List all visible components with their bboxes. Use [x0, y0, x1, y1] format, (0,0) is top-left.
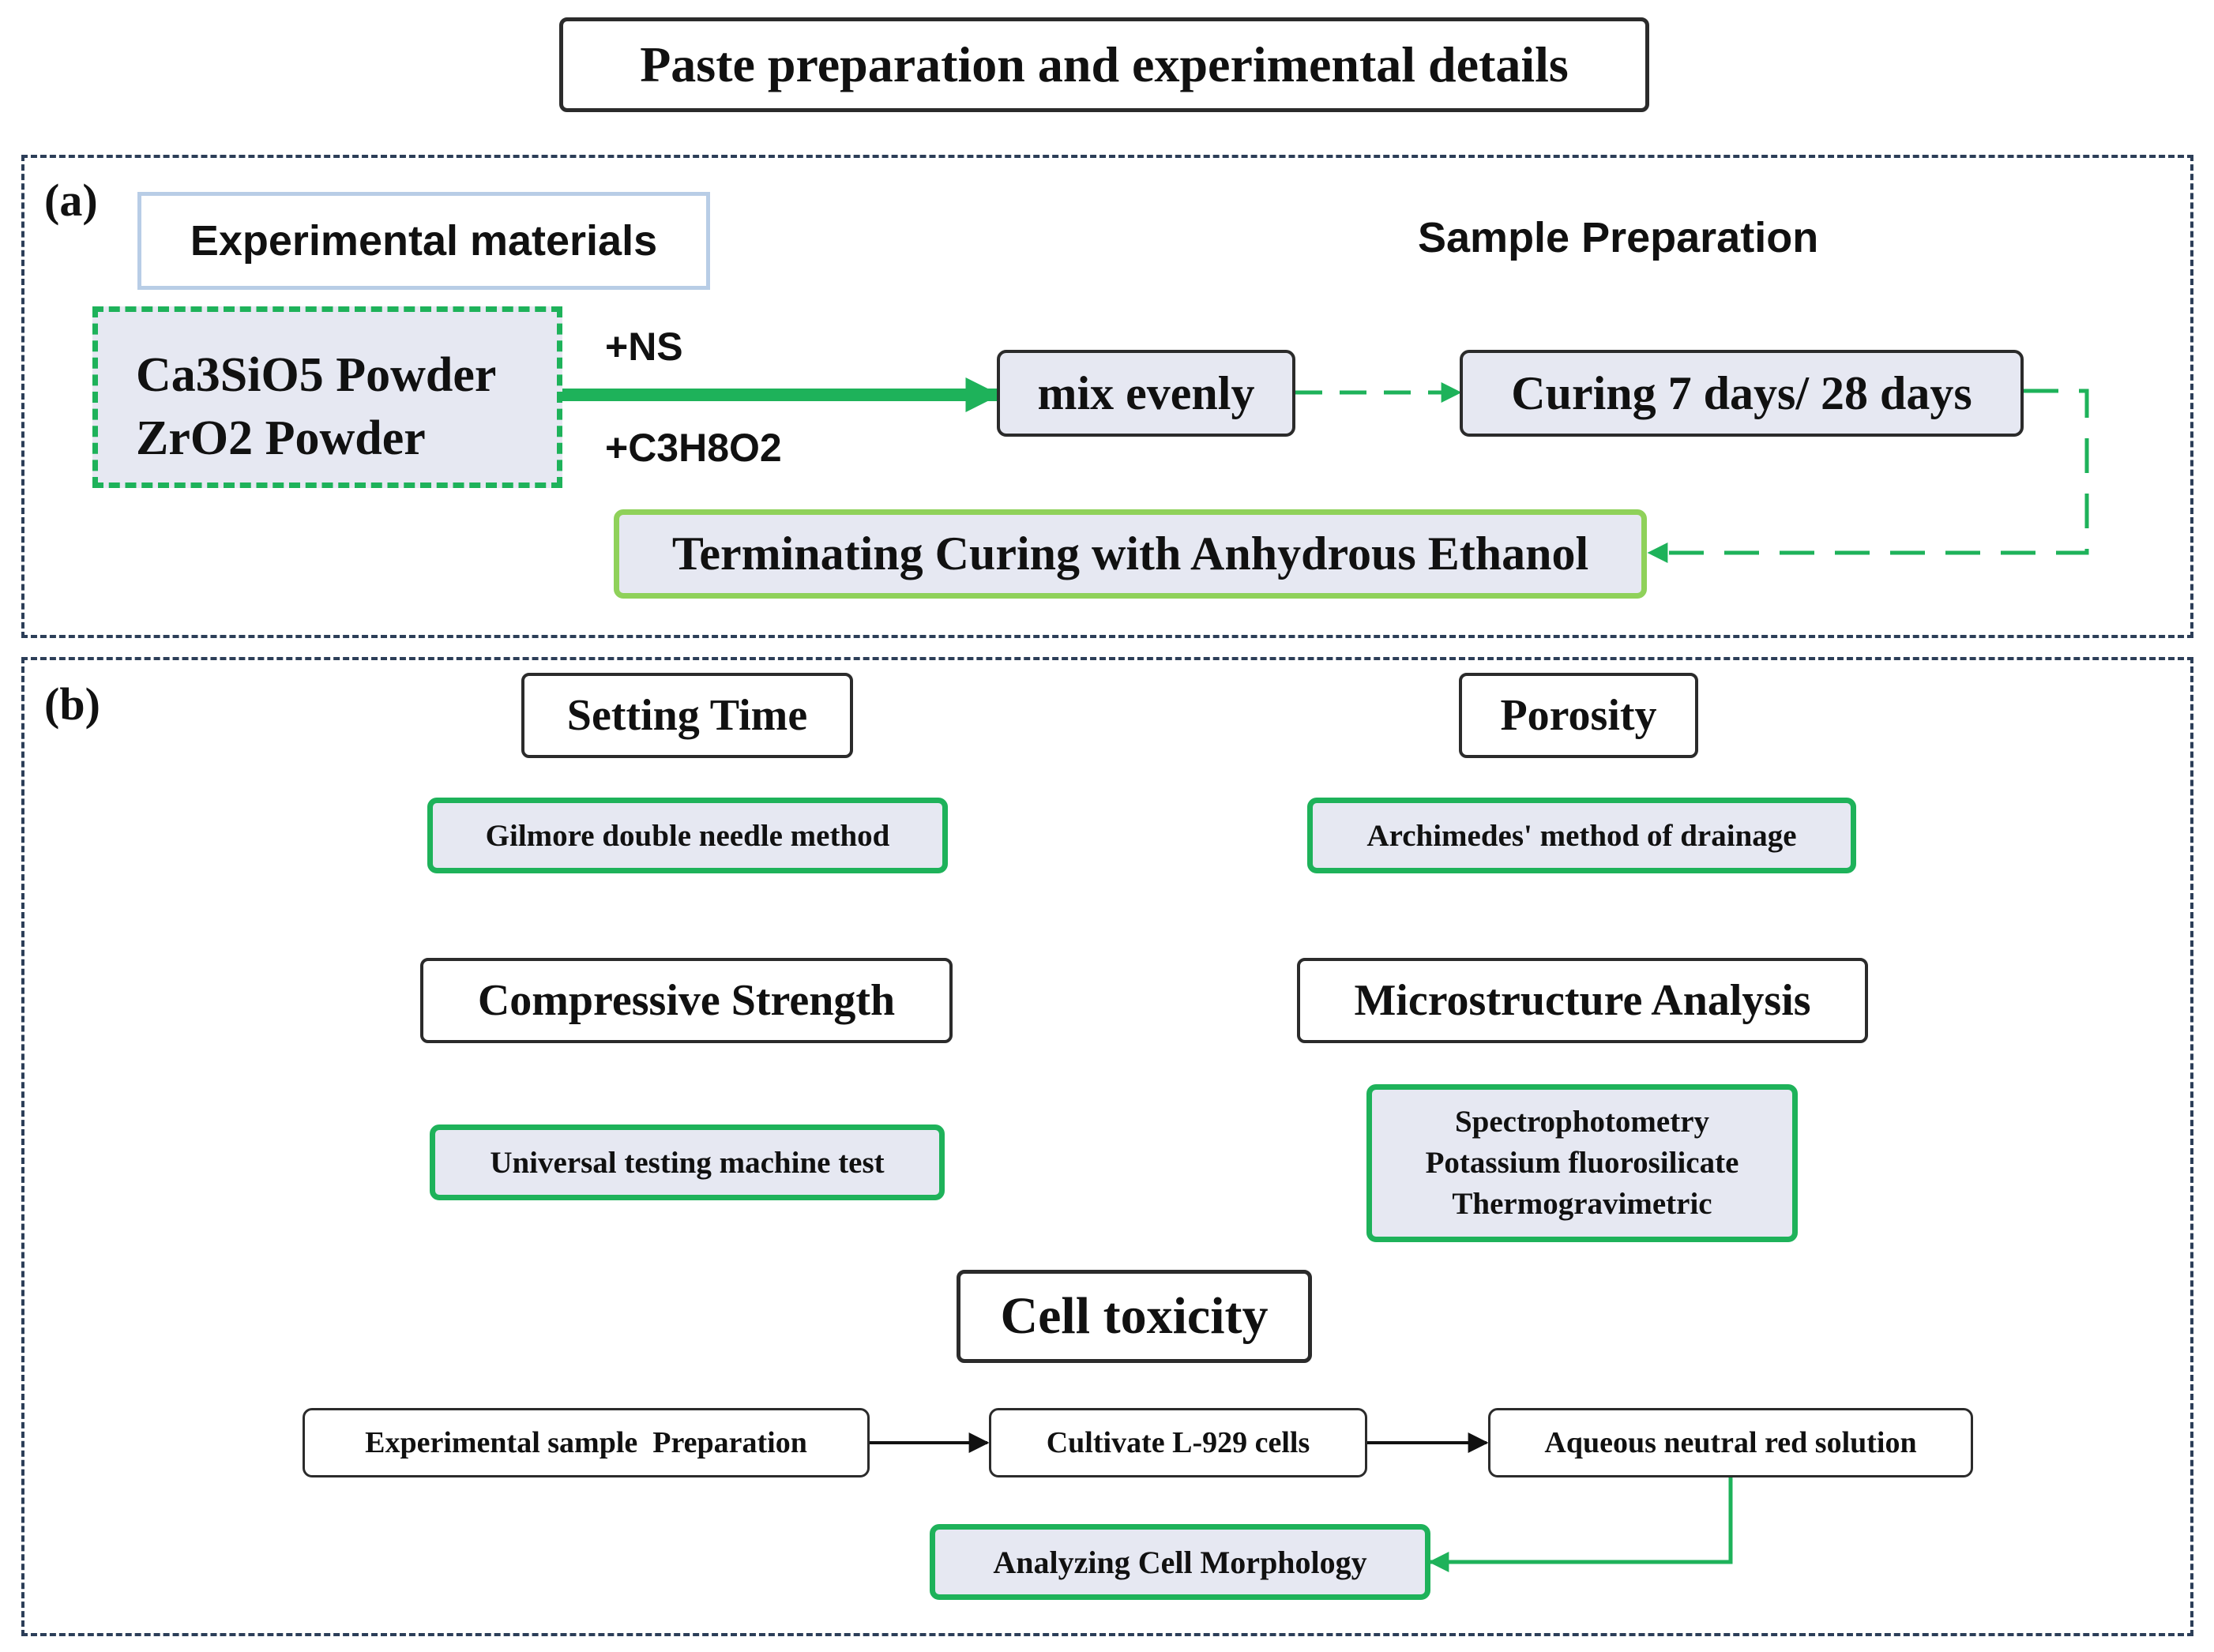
- compressive-method: Universal testing machine test: [490, 1145, 885, 1180]
- additive-ns: +NS: [605, 325, 683, 369]
- arrow-aqueous-to-analyzing: [1428, 1477, 1733, 1572]
- panel-b-label: (b): [44, 678, 100, 730]
- material-line-1: Ca3SiO5 Powder: [136, 348, 497, 402]
- panel-b: [21, 657, 2193, 1636]
- setting-time-title: Setting Time: [566, 691, 808, 740]
- microstructure-methods-box: Spectrophotometry Potassium fluorosilica…: [1366, 1084, 1798, 1242]
- panel-a: [21, 155, 2193, 638]
- toxicity-step-aqueous: Aqueous neutral red solution: [1488, 1408, 1973, 1477]
- microstructure-title-box: Microstructure Analysis: [1297, 958, 1868, 1043]
- panel-a-label: (a): [44, 175, 98, 226]
- page-title: Paste preparation and experimental detai…: [640, 36, 1569, 92]
- toxicity-step-preparation: Experimental sample Preparation: [303, 1408, 870, 1477]
- step-mix-evenly: mix evenly: [997, 350, 1295, 437]
- step-mix-evenly-label: mix evenly: [1037, 366, 1255, 419]
- page-title-box: Paste preparation and experimental detai…: [559, 17, 1649, 112]
- compressive-title-box: Compressive Strength: [420, 958, 953, 1043]
- porosity-title-box: Porosity: [1459, 673, 1698, 758]
- additive-propanediol: +C3H8O2: [605, 426, 782, 470]
- porosity-method: Archimedes' method of drainage: [1366, 818, 1797, 853]
- toxicity-step-preparation-label: Experimental sample Preparation: [365, 1426, 807, 1459]
- step-curing: Curing 7 days/ 28 days: [1460, 350, 2024, 437]
- porosity-title: Porosity: [1500, 691, 1657, 740]
- microstructure-title: Microstructure Analysis: [1354, 976, 1811, 1025]
- toxicity-step-cultivate-label: Cultivate L-929 cells: [1046, 1426, 1310, 1459]
- arrow-curing-to-terminate: [1647, 389, 2089, 563]
- setting-time-title-box: Setting Time: [521, 673, 853, 758]
- step-terminate: Terminating Curing with Anhydrous Ethano…: [614, 509, 1647, 599]
- material-line-2: ZrO2 Powder: [136, 411, 426, 465]
- materials-box: Ca3SiO5 Powder ZrO2 Powder: [92, 306, 562, 488]
- method-potassium-fluorosilicate: Potassium fluorosilicate: [1425, 1146, 1739, 1180]
- toxicity-analysis-box: Analyzing Cell Morphology: [930, 1524, 1430, 1600]
- step-terminate-label: Terminating Curing with Anhydrous Ethano…: [671, 528, 1589, 580]
- materials-heading-box: Experimental materials: [137, 192, 710, 290]
- setting-time-method-box: Gilmore double needle method: [427, 798, 948, 873]
- setting-time-method: Gilmore double needle method: [485, 818, 890, 853]
- toxicity-step-aqueous-label: Aqueous neutral red solution: [1544, 1426, 1917, 1459]
- cell-toxicity-title-box: Cell toxicity: [957, 1270, 1312, 1363]
- method-spectrophotometry: Spectrophotometry: [1454, 1105, 1710, 1139]
- compressive-title: Compressive Strength: [477, 976, 896, 1025]
- compressive-method-box: Universal testing machine test: [430, 1124, 945, 1200]
- toxicity-step-cultivate: Cultivate L-929 cells: [989, 1408, 1367, 1477]
- toxicity-analysis-label: Analyzing Cell Morphology: [993, 1544, 1367, 1580]
- sample-prep-heading: Sample Preparation: [1418, 214, 1819, 261]
- materials-heading: Experimental materials: [190, 217, 658, 265]
- porosity-method-box: Archimedes' method of drainage: [1307, 798, 1856, 873]
- cell-toxicity-title: Cell toxicity: [1000, 1287, 1269, 1345]
- method-thermogravimetric: Thermogravimetric: [1452, 1187, 1712, 1221]
- step-curing-label: Curing 7 days/ 28 days: [1511, 366, 1972, 419]
